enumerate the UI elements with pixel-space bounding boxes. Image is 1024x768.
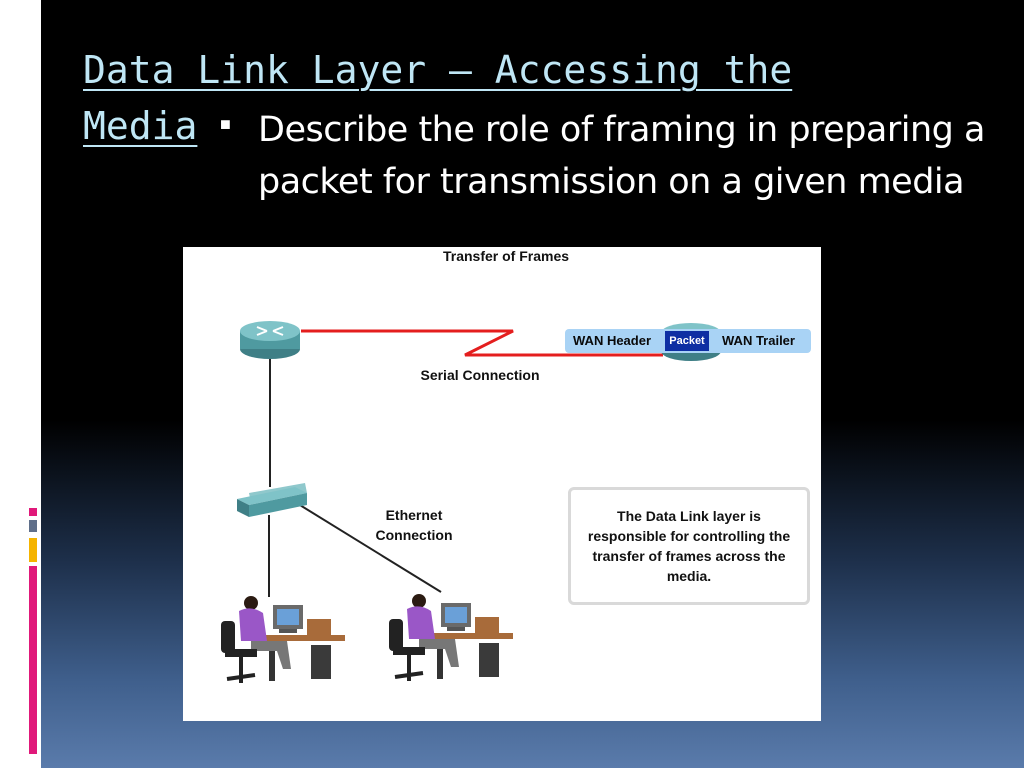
user-workstation-icon-1 <box>221 596 345 683</box>
ethernet-label-line2: Connection <box>375 527 453 543</box>
wan-trailer-label: WAN Trailer <box>722 333 795 348</box>
serial-link <box>301 329 663 357</box>
user-workstation-icon-2 <box>389 594 513 681</box>
accent-bar-pink-top <box>29 508 37 516</box>
ethernet-connection-label: Ethernet Connection <box>359 505 469 545</box>
packet-label: Packet <box>665 331 709 351</box>
transfer-of-frames-figure: Transfer of Frames WAN Header Packet WAN… <box>183 247 821 721</box>
router-icon-left <box>240 321 300 359</box>
ethernet-label-line1: Ethernet <box>385 507 443 523</box>
serial-connection-label: Serial Connection <box>420 367 540 383</box>
bullet-text: Describe the role of framing in preparin… <box>258 110 985 202</box>
accent-bar-pink-long <box>29 566 37 754</box>
accent-bar-gray <box>29 520 37 532</box>
network-diagram <box>221 321 721 683</box>
figure-title: Transfer of Frames <box>442 248 570 264</box>
accent-bar-yellow <box>29 538 37 562</box>
bullet-marker: ■ <box>220 114 231 134</box>
data-link-note: The Data Link layer is responsible for c… <box>568 487 810 605</box>
switch-icon <box>237 483 307 517</box>
slide-title[interactable]: Data Link Layer – Accessing the Media <box>83 48 793 148</box>
ethernet-link <box>294 501 442 593</box>
wan-header-label: WAN Header <box>573 333 652 348</box>
